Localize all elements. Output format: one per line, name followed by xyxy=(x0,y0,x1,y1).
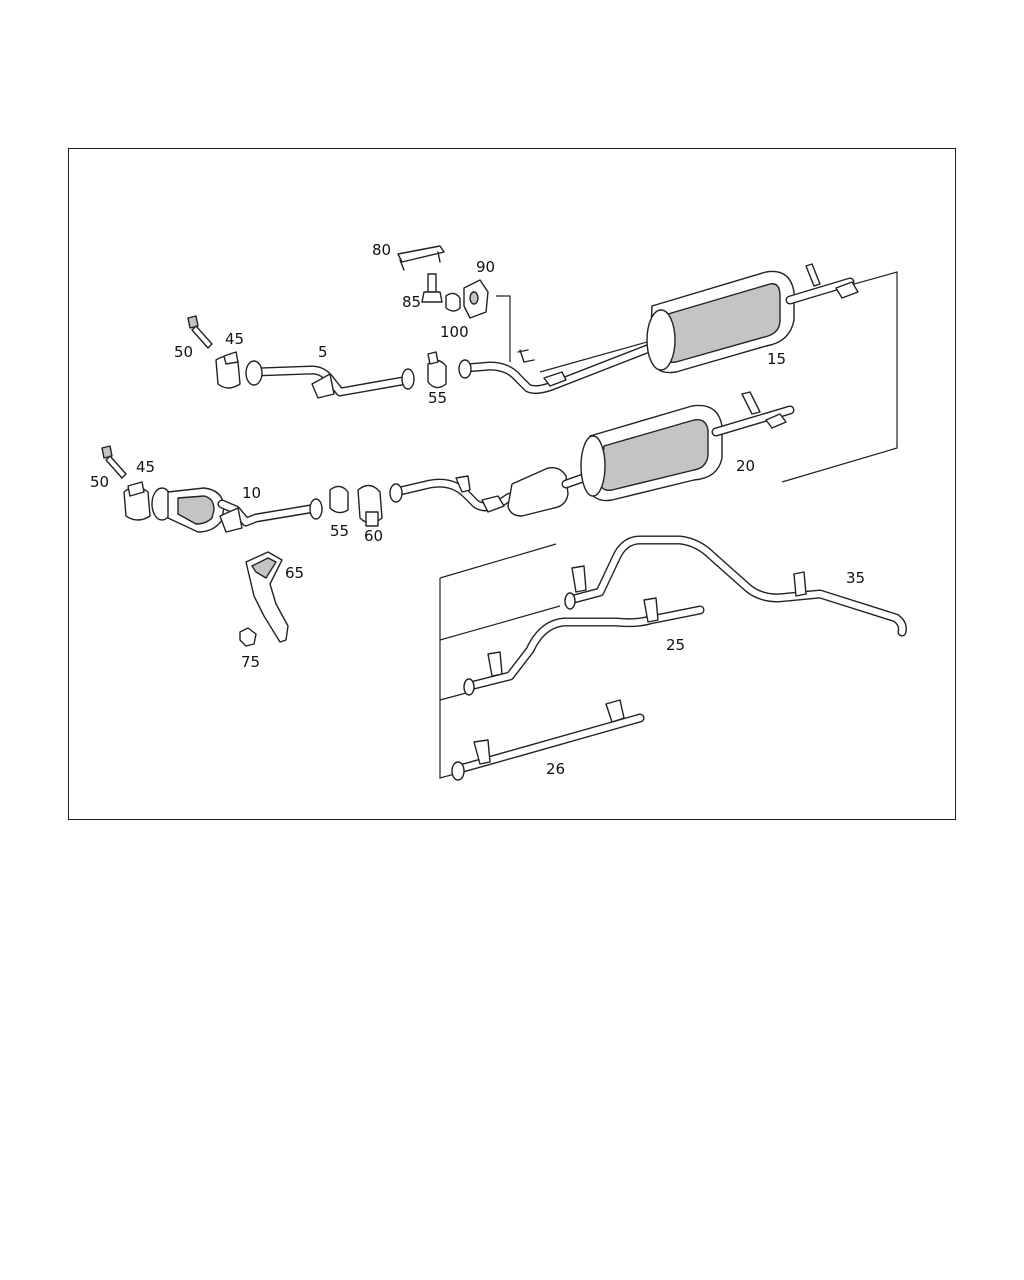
catalytic-pipe-assembly xyxy=(101,445,383,533)
front-pipe-assembly xyxy=(187,315,447,399)
callout-100: 100 xyxy=(440,323,469,341)
callout-45-lower: 45 xyxy=(136,458,155,476)
callout-35: 35 xyxy=(846,569,865,587)
callout-55-lower: 55 xyxy=(330,522,349,540)
rear-muffler-assembly xyxy=(458,263,859,395)
tail-pipe-25 xyxy=(463,597,705,696)
callout-75: 75 xyxy=(241,653,260,671)
middle-muffler-assembly xyxy=(389,391,795,517)
support-bracket-assembly xyxy=(239,551,289,647)
tail-pipe-26 xyxy=(451,699,645,781)
callout-85: 85 xyxy=(402,293,421,311)
callout-labels: 5 10 15 20 25 26 35 45 45 50 50 55 55 60… xyxy=(90,241,865,778)
callout-15: 15 xyxy=(767,350,786,368)
callout-90: 90 xyxy=(476,258,495,276)
tail-pipe-35 xyxy=(564,535,907,637)
callout-45-upper: 45 xyxy=(225,330,244,348)
callout-80: 80 xyxy=(372,241,391,259)
callout-60: 60 xyxy=(364,527,383,545)
callout-50-lower: 50 xyxy=(90,473,109,491)
callout-50-upper: 50 xyxy=(174,343,193,361)
callout-20: 20 xyxy=(736,457,755,475)
callout-10: 10 xyxy=(242,484,261,502)
callout-55-upper: 55 xyxy=(428,389,447,407)
callout-25: 25 xyxy=(666,636,685,654)
callout-26: 26 xyxy=(546,760,565,778)
callout-65: 65 xyxy=(285,564,304,582)
callout-5: 5 xyxy=(318,343,328,361)
mounting-hardware xyxy=(397,245,489,319)
